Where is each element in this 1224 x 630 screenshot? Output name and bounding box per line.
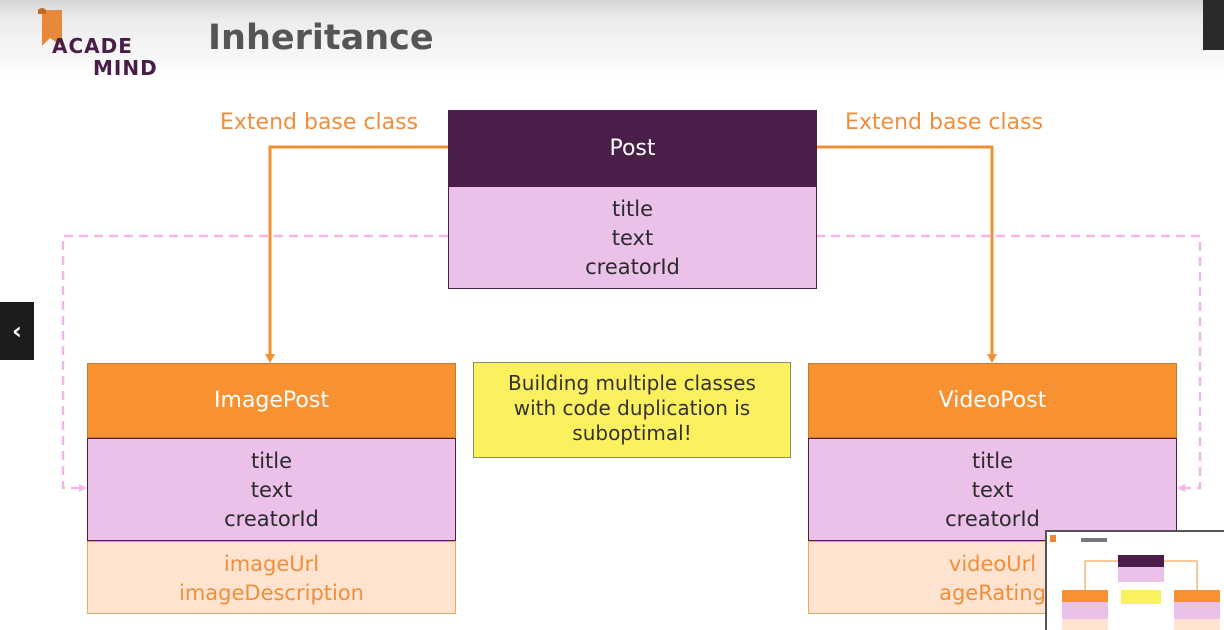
videopost-class-header: VideoPost: [808, 363, 1177, 438]
duplication-note: Building multiple classes with code dupl…: [473, 362, 791, 458]
imagepost-class-header: ImagePost: [87, 363, 456, 438]
logo-text-line1: ACADE: [52, 34, 133, 58]
videopost-field-agerating: ageRating: [939, 581, 1046, 605]
videopost-field-text: text: [971, 478, 1014, 502]
corner-overlay: [1203, 0, 1224, 50]
imagepost-field-imagedescription: imageDescription: [178, 581, 364, 605]
extend-label-right: Extend base class: [845, 110, 1044, 135]
note-line-1: Building multiple classes: [508, 371, 756, 395]
slide-thumbnail-preview[interactable]: [1045, 530, 1224, 630]
note-line-3: suboptimal!: [572, 421, 692, 445]
videopost-class-fields: title text creatorId: [808, 438, 1177, 541]
post-class-fields: title text creatorId: [448, 186, 817, 289]
note-line-2: with code duplication is: [513, 396, 751, 420]
imagepost-field-imageurl: imageUrl: [223, 552, 320, 576]
post-field-title: title: [611, 197, 654, 221]
videopost-field-creatorid: creatorId: [945, 507, 1040, 531]
imagepost-extra-fields: imageUrl imageDescription: [87, 541, 456, 614]
header-background: [0, 0, 1224, 90]
post-class-header: Post: [448, 110, 817, 186]
previous-slide-button[interactable]: ‹: [0, 302, 34, 360]
logo-text-line2: MIND: [93, 56, 158, 80]
videopost-field-title: title: [971, 449, 1014, 473]
imagepost-field-creatorid: creatorId: [224, 507, 319, 531]
chevron-left-icon: ‹: [12, 317, 22, 345]
slide-title: Inheritance: [208, 18, 434, 58]
extend-label-left: Extend base class: [220, 110, 419, 135]
imagepost-class-fields: title text creatorId: [87, 438, 456, 541]
post-field-text: text: [611, 226, 654, 250]
imagepost-field-text: text: [250, 478, 293, 502]
post-class-name: Post: [609, 135, 656, 161]
thumbnail-miniature: [1047, 532, 1224, 630]
videopost-field-videourl: videoUrl: [948, 552, 1037, 576]
imagepost-class-name: ImagePost: [214, 388, 329, 413]
academind-logo-icon: [38, 8, 62, 46]
imagepost-field-title: title: [250, 449, 293, 473]
videopost-class-name: VideoPost: [938, 388, 1047, 413]
post-field-creatorid: creatorId: [585, 255, 680, 279]
